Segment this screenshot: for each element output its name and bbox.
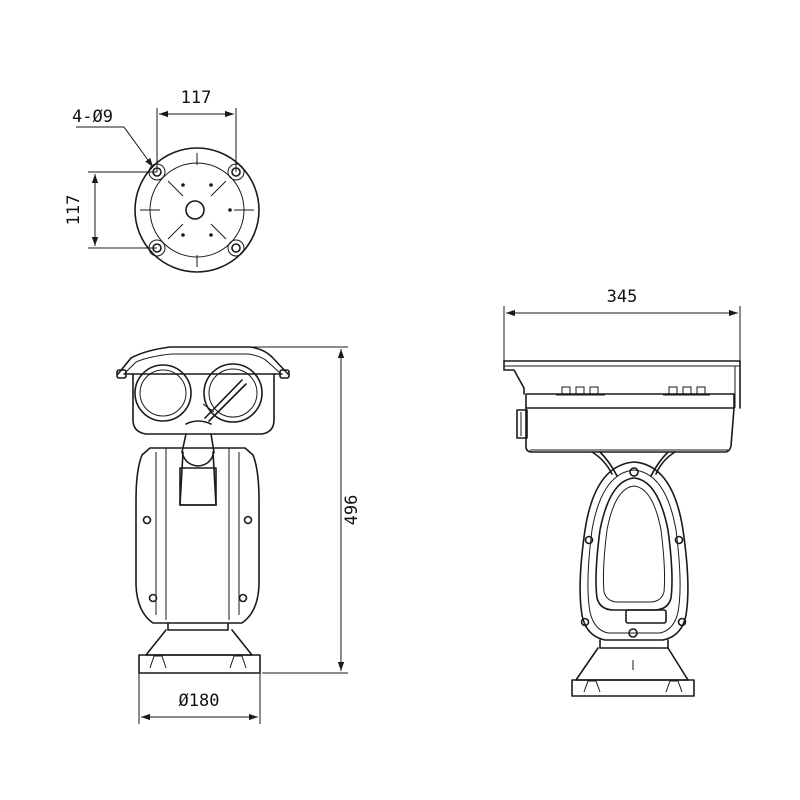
camera-housing xyxy=(132,373,275,435)
pan-tilt-body xyxy=(135,447,260,624)
side-base-flange xyxy=(571,679,695,697)
dim-holes: 4-Ø9 xyxy=(72,107,113,127)
top-view: 117 117 4-Ø9 xyxy=(64,88,260,273)
side-pan-tilt-body xyxy=(579,461,689,641)
dim-base-diameter: Ø180 xyxy=(179,691,220,711)
front-view: 496 Ø180 xyxy=(116,346,362,724)
lens-right xyxy=(203,363,263,423)
lens-left xyxy=(134,364,192,422)
side-window xyxy=(595,477,673,611)
top-view-ribs xyxy=(140,153,254,267)
dim-top-width: 117 xyxy=(181,88,212,108)
dim-top-height: 117 xyxy=(64,195,84,226)
base-flange xyxy=(138,654,261,674)
sunshield xyxy=(117,346,289,375)
side-view: 345 xyxy=(503,287,741,697)
mounting-holes xyxy=(148,163,245,257)
dim-height: 496 xyxy=(342,495,362,526)
dim-side-width: 345 xyxy=(607,287,638,307)
top-view-outer-circle xyxy=(134,147,260,273)
side-housing xyxy=(525,407,735,453)
top-view-center-hole xyxy=(185,200,205,220)
